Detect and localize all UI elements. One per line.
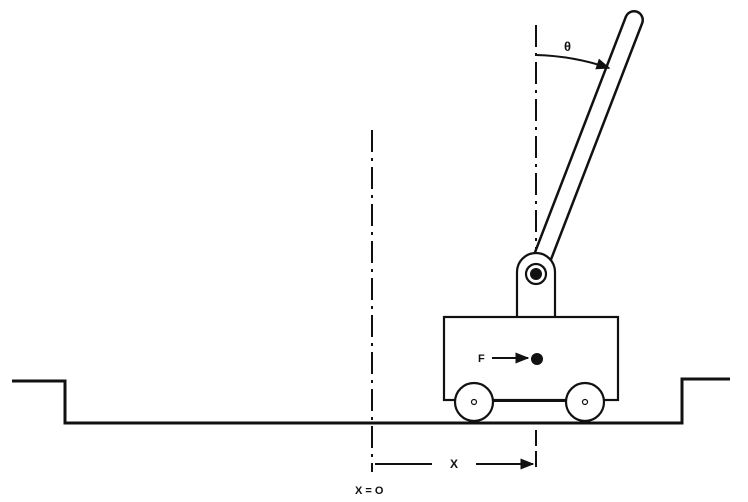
right-wheel <box>564 381 606 423</box>
track-ground <box>12 377 730 425</box>
force-label: F <box>478 353 485 365</box>
pivot-joint <box>524 262 548 286</box>
theta-arc <box>535 54 611 70</box>
theta-label: θ <box>564 39 571 54</box>
origin-label: X = O <box>355 485 384 497</box>
pendulum-pole <box>526 10 644 284</box>
cart-mass-center <box>531 353 543 365</box>
left-wheel <box>453 381 495 423</box>
displacement-label: X <box>450 457 458 471</box>
